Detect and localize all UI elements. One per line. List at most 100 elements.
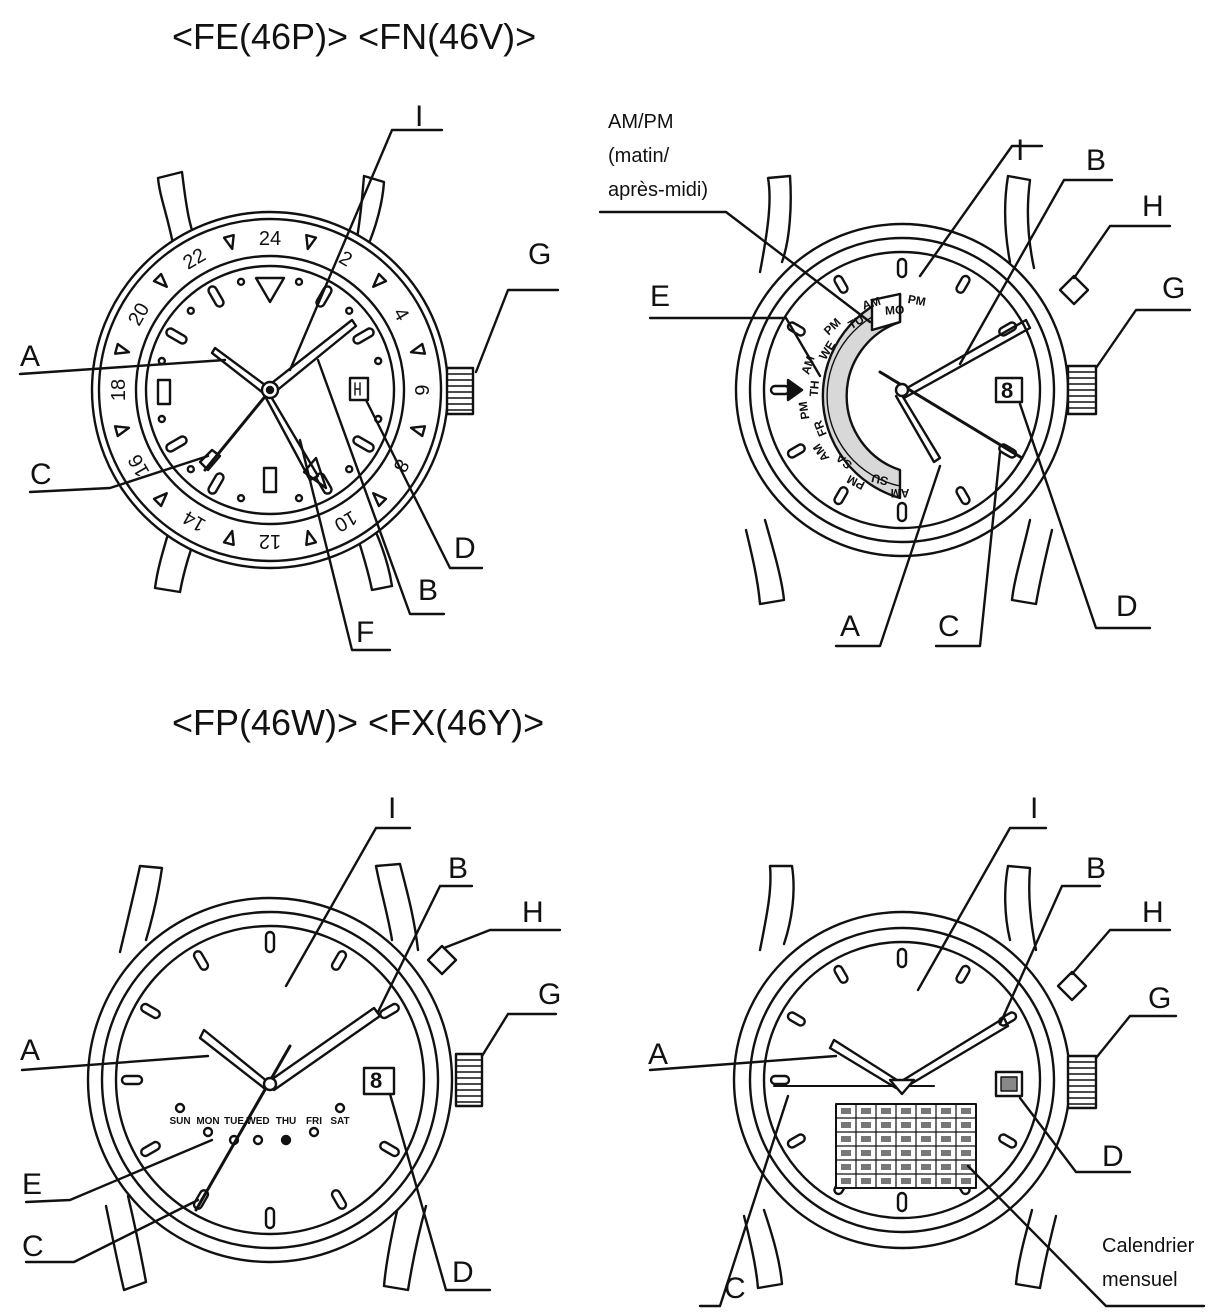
day-label: TUE <box>224 1116 244 1127</box>
calendar-cell <box>941 1164 951 1170</box>
hand-pivot <box>894 382 910 398</box>
leader-g <box>480 1012 558 1058</box>
second-hand-c-tip <box>198 448 222 472</box>
hour-marker <box>955 486 971 506</box>
bezel-number: 12 <box>259 530 281 552</box>
calendar-cell <box>841 1164 851 1170</box>
calendar-cell <box>921 1108 931 1114</box>
gmt-hand-arrow <box>302 456 328 490</box>
calendar-cell <box>941 1108 951 1114</box>
leader-g <box>1094 1014 1178 1060</box>
pusher-h <box>1056 970 1088 1002</box>
case-inner <box>748 926 1056 1234</box>
callout-d: D <box>1102 1140 1124 1173</box>
date-window <box>348 376 370 402</box>
lug-left <box>758 864 795 952</box>
hour-marker <box>140 1002 161 1020</box>
hour-hand-a <box>828 1038 902 1090</box>
arc-label: AM <box>860 294 882 313</box>
lug-right-bottom <box>1014 1208 1058 1290</box>
bezel-tick <box>152 492 168 508</box>
watch-4: Calendrier mensuel I B H G A C D <box>648 792 1206 1308</box>
minute-dot <box>344 464 354 474</box>
lug-left <box>118 864 164 954</box>
leader-b <box>998 884 1102 1026</box>
calendar-cell <box>921 1122 931 1128</box>
dial <box>762 250 1042 530</box>
bezel-tick <box>152 272 168 288</box>
leader-d <box>1018 1096 1132 1174</box>
callout-g: G <box>528 238 551 271</box>
calendar-cell <box>921 1178 931 1184</box>
calendar-cell <box>901 1108 911 1114</box>
leader-b <box>958 178 1114 366</box>
bezel-tick <box>409 425 427 438</box>
calendar-cell <box>881 1122 891 1128</box>
callout-h: H <box>1142 896 1164 929</box>
date-window <box>362 1066 396 1096</box>
callout-h: H <box>522 896 544 929</box>
day-dot <box>202 1126 214 1138</box>
bezel-tick <box>222 529 235 547</box>
hour-marker <box>140 1140 161 1158</box>
bezel-tick <box>372 272 388 288</box>
calendar-cell <box>901 1136 911 1142</box>
case-inner <box>748 236 1056 544</box>
hour-hand-a <box>894 390 942 464</box>
dial <box>144 264 396 516</box>
date-digit: 8 <box>1001 378 1013 403</box>
hour-marker <box>120 1074 144 1086</box>
leader-i <box>918 144 1044 278</box>
calendar-cell <box>941 1150 951 1156</box>
minute-dot <box>236 493 246 503</box>
minute-dot <box>294 493 304 503</box>
callout-e: E <box>650 280 670 313</box>
arc-label: MO <box>885 303 905 318</box>
marker-6 <box>262 466 278 494</box>
minute-dot <box>373 356 383 366</box>
hand-pivot <box>888 1078 916 1096</box>
bezel-number: 6 <box>410 384 432 395</box>
leader-h <box>1072 224 1172 280</box>
ampm-note-line1: AM/PM <box>608 111 674 133</box>
leader-c <box>934 450 1002 648</box>
leader-d <box>388 1092 492 1292</box>
bezel-tick <box>113 342 131 355</box>
callout-c: C <box>30 458 52 491</box>
hour-marker <box>998 1133 1018 1149</box>
calendar-cell <box>961 1108 971 1114</box>
minute-dot <box>344 306 354 316</box>
hour-marker <box>352 327 375 345</box>
calendar-cell <box>961 1150 971 1156</box>
second-hand-c <box>194 1044 292 1212</box>
bezel-tick <box>409 342 427 355</box>
hour-marker <box>352 435 375 453</box>
bezel-ring <box>134 254 406 526</box>
ampm-note-line3: après-midi) <box>608 179 708 201</box>
day-label: SAT <box>330 1116 349 1127</box>
leader-a <box>20 1054 210 1072</box>
title-bottom: <FP(46W)> <FX(46Y)> <box>172 702 545 743</box>
calendar-cell <box>861 1136 871 1142</box>
callout-g: G <box>1162 272 1185 305</box>
callout-i: I <box>388 792 396 825</box>
calendar-cell <box>881 1108 891 1114</box>
arc-label: TH <box>807 380 822 397</box>
callout-c: C <box>724 1272 746 1305</box>
date-window <box>994 376 1024 404</box>
calendar-cell <box>861 1178 871 1184</box>
hour-marker <box>264 1206 276 1230</box>
day-label: SUN <box>169 1116 190 1127</box>
calendar-cell <box>921 1164 931 1170</box>
day-dot <box>280 1134 292 1146</box>
leader-g <box>1094 308 1192 370</box>
minute-dot <box>294 277 304 287</box>
leader-a <box>18 358 227 376</box>
hour-hand-a <box>210 346 267 394</box>
hour-marker <box>165 327 188 345</box>
minute-dot <box>186 306 196 316</box>
leader-e <box>648 316 822 378</box>
lug-right <box>374 862 420 952</box>
